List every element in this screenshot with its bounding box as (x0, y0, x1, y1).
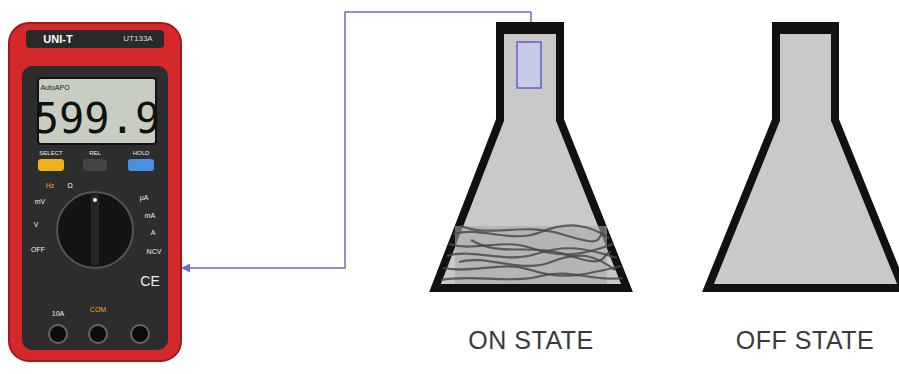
meter-label: mA (145, 212, 156, 219)
hold-button (128, 159, 154, 171)
select-button (38, 159, 64, 171)
dial-pointer (91, 194, 99, 266)
meter-label: CE (140, 274, 159, 288)
meter-top-bar (26, 30, 164, 48)
meter-label: REL (89, 150, 101, 156)
meter-label: V (34, 221, 39, 228)
dial-mark (93, 198, 97, 202)
meter-label: mV (35, 198, 46, 205)
fiber-strand (459, 256, 615, 270)
input-jack (131, 325, 149, 343)
meter-body (9, 23, 181, 361)
node-outline (700, 12, 899, 362)
meter-label: Hz (46, 182, 55, 189)
flask-rim (772, 22, 839, 34)
fiber-strand (461, 226, 603, 241)
input-jack (89, 325, 107, 343)
flask-rim (496, 22, 564, 34)
sensor-probe (517, 42, 541, 88)
fiber-strand (443, 266, 621, 276)
meter-label: AutoAPO (40, 84, 69, 91)
meter-label: HOLD (133, 150, 150, 156)
fiber-strand (453, 225, 609, 238)
meter-face (22, 66, 168, 350)
meter-label: NCV (147, 248, 162, 255)
meter-label: OFF (31, 246, 45, 253)
input-jack (49, 325, 67, 343)
meter-label: 599.9 (34, 98, 160, 140)
meter-label: UNI-T (43, 34, 72, 45)
flask-off: OFF STATE (700, 12, 899, 362)
state-label: ON STATE (468, 328, 593, 353)
meter-label: COM (90, 306, 106, 313)
meter-label: A (151, 229, 156, 236)
flask-outline (435, 28, 627, 288)
rotary-dial (57, 192, 133, 268)
meter-label: 10A (52, 310, 64, 317)
meter-label: μA (140, 194, 149, 201)
flask-on: ON STATE (431, 12, 631, 362)
fiber-strand (441, 273, 623, 280)
fiber-strand (471, 240, 611, 261)
meter-label: Ω (67, 182, 72, 189)
state-label: OFF STATE (736, 328, 874, 353)
multimeter: UNI-T UT133A AutoAPO 599.9SELECT REL HOLD Hz mV… (8, 22, 182, 362)
meter-label: UT133A (123, 35, 152, 43)
flask-outline (708, 28, 899, 288)
meter-label: SELECT (39, 150, 62, 156)
rel-button (83, 159, 107, 171)
node-outline (431, 12, 631, 362)
